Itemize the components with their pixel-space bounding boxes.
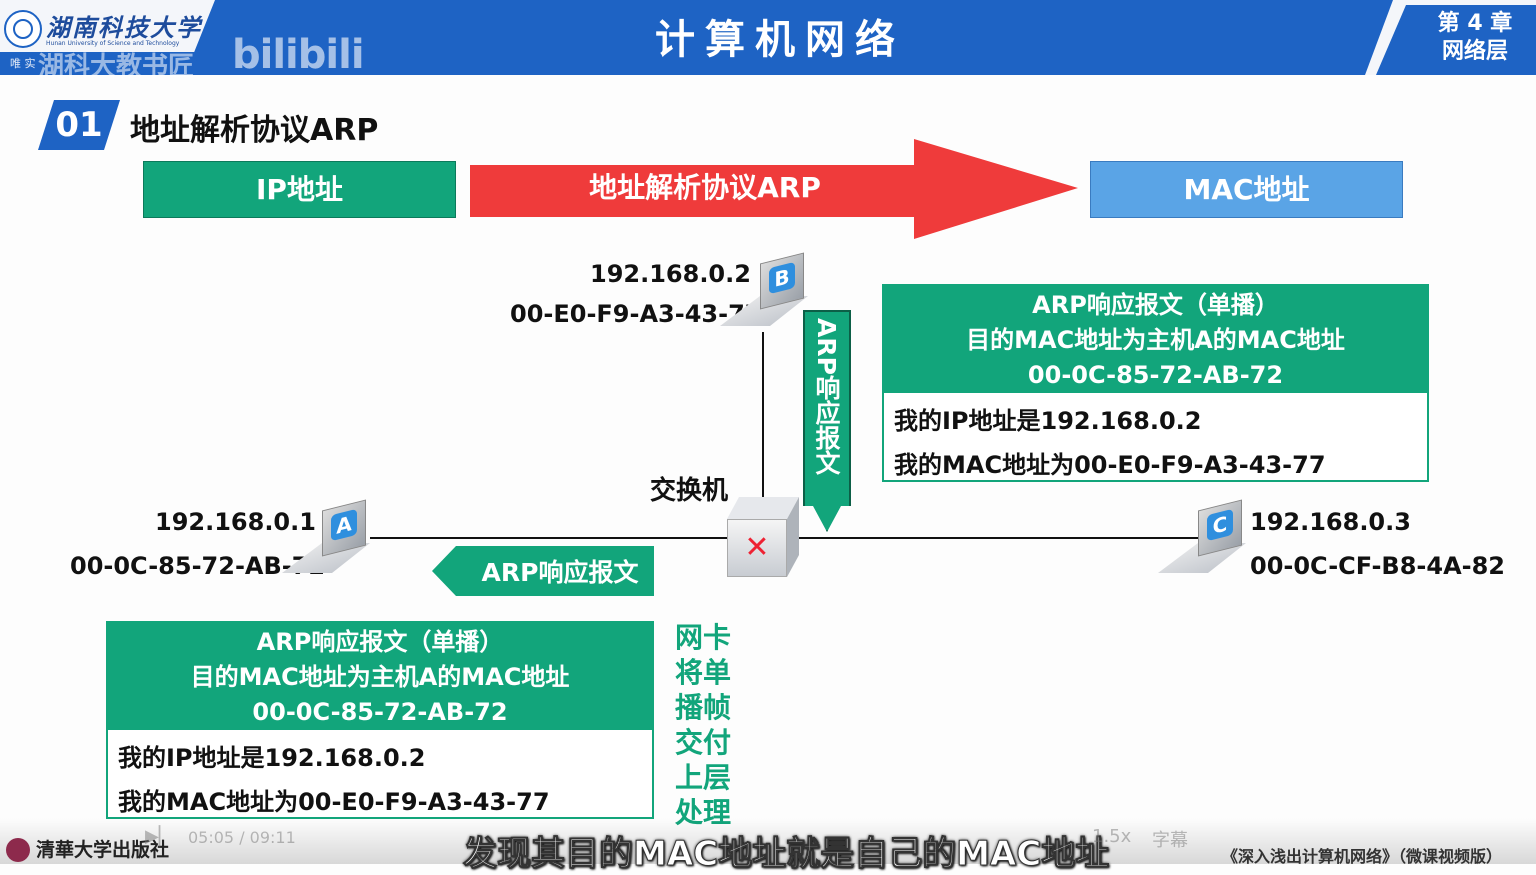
section-title: 地址解析协议ARP [130,113,379,148]
packet-header: ARP响应报文（单播） 目的MAC地址为主机A的MAC地址 00-0C-85-7… [884,286,1427,393]
next-icon[interactable]: ▶▏ [145,826,173,847]
packet-sender-mac: 我的MAC地址为00-E0-F9-A3-43-77 [118,788,550,816]
host-c-mac: 00-0C-CF-B8-4A-82 [1250,552,1505,580]
arp-response-packet-bottom: ARP响应报文（单播） 目的MAC地址为主机A的MAC地址 00-0C-85-7… [106,621,654,819]
arp-arrow-label: 地址解析协议ARP [589,171,821,204]
packet-dest-mac: 00-0C-85-72-AB-72 [1027,361,1284,389]
packet-sender-mac: 我的MAC地址为00-E0-F9-A3-43-77 [894,451,1326,479]
university-name: 湖南科技大学 [46,13,202,42]
university-motto: 唯 实 [10,57,36,70]
book-title: 《深入浅出计算机网络》（微课视频版） [1222,847,1503,866]
course-title: 计算机网络 [655,17,905,63]
packet-type: ARP响应报文（单播） [1032,291,1279,319]
ip-address-box: IP地址 [143,161,456,218]
chapter-panel [1376,5,1536,75]
nic-note-line: 网卡 [674,621,731,654]
chapter-name: 网络层 [1441,39,1508,64]
university-seal-icon [4,10,42,48]
watermark-channel: 湖科大教书匠 [38,52,195,82]
packet-type: ARP响应报文（单播） [256,628,504,656]
host-b-ip: 192.168.0.2 [590,260,751,288]
arp-response-down-label: ARP响应报文 [812,318,841,475]
host-c-letter: C [1207,508,1233,542]
chapter-label: 第 4 章 网络层 [1420,10,1530,66]
mac-address-box: MAC地址 [1090,161,1403,218]
host-a-letter: A [331,508,357,542]
host-c-ip: 192.168.0.3 [1250,508,1411,536]
host-b-laptop-icon: B [720,252,810,338]
nic-note-line: 播帧 [674,691,731,724]
chapter-number: 第 4 章 [1437,11,1513,36]
header-logo-stripe [0,52,200,75]
section-number: 01 [38,100,120,150]
packet-header: ARP响应报文（单播） 目的MAC地址为主机A的MAC地址 00-0C-85-7… [108,623,652,730]
arp-response-down-arrow [803,310,851,532]
packet-dest-mac: 00-0C-85-72-AB-72 [252,698,508,726]
packet-dest-desc: 目的MAC地址为主机A的MAC地址 [966,326,1345,354]
university-name-en: Hunan University of Science and Technolo… [46,40,180,47]
player-control-bar[interactable] [0,818,1536,864]
video-subtitle: 发现其目的MAC地址就是自己的MAC地址 [462,834,1110,875]
host-a-mac: 00-0C-85-72-AB-72 [70,552,326,580]
packet-body: 我的IP地址是192.168.0.2 我的MAC地址为00-E0-F9-A3-4… [108,730,652,830]
publisher-seal-icon [6,838,30,862]
packet-sender-ip: 我的IP地址是192.168.0.2 [894,407,1202,435]
switch-label: 交换机 [650,476,729,506]
host-a-laptop-icon: A [282,499,372,585]
host-c-laptop-icon: C [1158,499,1248,585]
arp-response-left-arrow [432,546,654,596]
nic-note-line: 交付 [674,726,731,759]
publisher-name: 清華大学出版社 [36,839,170,861]
host-b-mac: 00-E0-F9-A3-43-77 [510,300,762,328]
nic-note-line: 处理 [674,796,731,829]
caption-button[interactable]: 字幕 [1152,830,1188,851]
packet-sender-ip: 我的IP地址是192.168.0.2 [118,744,426,772]
nic-note-line: 将单 [674,656,731,689]
arp-response-left-label: ARP响应报文 [481,558,639,587]
header-bar [0,0,1536,75]
speed-button[interactable]: 1.5x [1092,826,1132,847]
host-b-letter: B [769,261,795,295]
watermark-bilibili: bilibili [232,32,365,78]
packet-dest-desc: 目的MAC地址为主机A的MAC地址 [190,663,570,691]
arp-response-packet-top: ARP响应报文（单播） 目的MAC地址为主机A的MAC地址 00-0C-85-7… [882,284,1429,482]
switch-icon: ✕ [727,497,799,579]
nic-delivery-note: 网卡 将单 播帧 交付 上层 处理 [672,620,734,830]
host-b-link [762,332,764,502]
packet-body: 我的IP地址是192.168.0.2 我的MAC地址为00-E0-F9-A3-4… [884,393,1427,493]
nic-note-line: 上层 [674,761,731,794]
playback-time: 05:05 / 09:11 [188,828,296,847]
switch-arrows-icon: ✕ [727,519,787,577]
host-a-ip: 192.168.0.1 [155,508,316,536]
